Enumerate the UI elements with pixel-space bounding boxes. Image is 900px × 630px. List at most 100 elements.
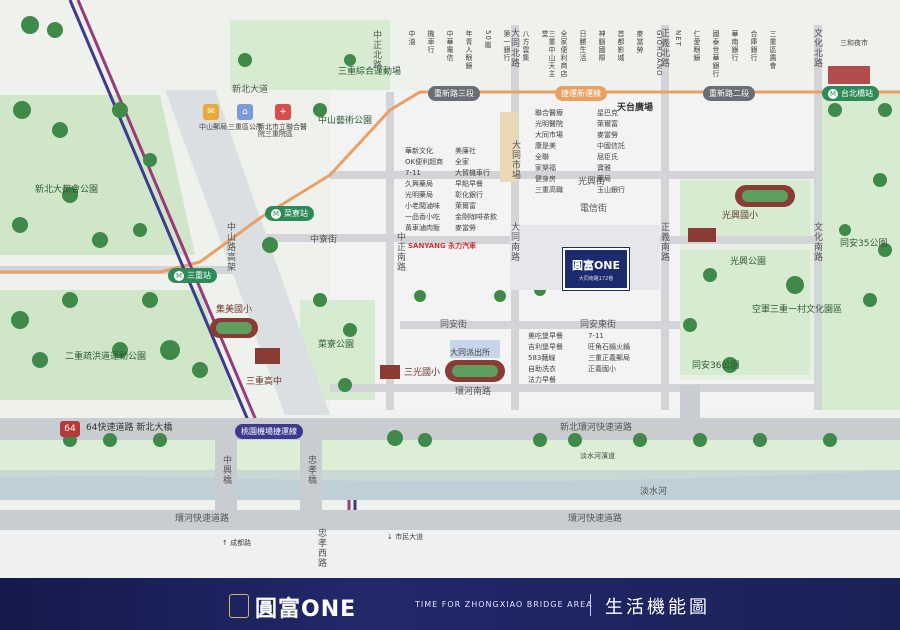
road-dianxin: 電信街 <box>580 204 608 214</box>
road-ring-expy-left: 環河快速道路 <box>175 514 230 524</box>
road-jieyun-xinyun: 捷運新運線 <box>555 86 607 101</box>
store-label: 三重正義郵局 <box>588 354 630 362</box>
store-label: 吉利堡早餐 <box>528 343 563 351</box>
store-label: OK便利超商 <box>405 158 444 166</box>
footer-tagline: TIME FOR ZHONGXIAO BRIDGE AREA <box>415 600 593 609</box>
road-huanhe-s: 環河南路 <box>455 387 492 397</box>
label-tamsui-river: 淡水河 <box>640 487 668 497</box>
store-label: 美吃堡早餐 <box>528 332 563 340</box>
store-label: 健身房 <box>535 175 556 183</box>
store-label: GIORDANO <box>655 30 662 77</box>
store-label: 日勝生活 <box>579 30 586 62</box>
store-label: 三重高職 <box>535 186 563 194</box>
school-jimei: 集美國小 <box>216 305 253 315</box>
label-to-chengdu: ↑ 成都路 <box>222 539 252 547</box>
store-label: 中國信託 <box>597 142 625 150</box>
store-label: 全家便利商店 <box>560 30 567 78</box>
store-label: 合庫銀行 <box>750 30 757 62</box>
store-label: 三重區農會 <box>769 30 776 70</box>
road-wenhua-n: 文化北路 <box>812 28 822 68</box>
store-label: 家樂福 <box>535 164 556 172</box>
hospital-icon: + <box>275 104 291 120</box>
store-label: 華南銀行 <box>731 30 738 62</box>
line-airport-mrt: 桃園機場捷運線 <box>235 424 303 439</box>
road-wenhua-s: 文化南路 <box>812 222 822 262</box>
store-label: 玉山銀行 <box>597 186 625 194</box>
store-label: 7-11 <box>588 332 604 340</box>
footer-brand: 圓富ONE <box>255 597 357 622</box>
park-tongan36: 同安36公園 <box>692 361 740 371</box>
store-label: 聯合醫療 <box>535 109 563 117</box>
label-tamsui-trail: 淡水河濱道 <box>580 452 615 460</box>
target-building-marker[interactable]: 圓富ONE 大同南路172巷 <box>563 248 629 290</box>
office-icon: ⌂ <box>237 104 253 120</box>
park-caizhai: 菜寮公園 <box>318 340 355 350</box>
store-label: 全聯 <box>535 153 549 161</box>
road-chongxin-3: 重新路三段 <box>428 86 480 101</box>
store-label: 寶雅 <box>597 164 611 172</box>
park-guangxing: 光興公園 <box>730 257 767 267</box>
station-caizhai-label: 菜寮站 <box>284 209 308 218</box>
brand-logo-icon <box>229 594 249 618</box>
store-label: 麥當勞 <box>455 224 476 232</box>
poi-zhongshan-post: 中山郵局 <box>199 123 227 131</box>
station-taipei-bridge-label: 台北橋站 <box>841 89 873 98</box>
poi-hospital: 新北市立聯合醫院三重院區 <box>258 123 307 138</box>
store-label: 黃車滷肉飯 <box>405 224 440 232</box>
expressway-64-shield: 64 <box>60 421 80 437</box>
station-sanchong-label: 三重站 <box>187 271 211 280</box>
school-sanguang: 三光國小 <box>404 368 441 378</box>
park-zhongshan: 中山藝術公園 <box>318 116 373 126</box>
metro-icon: M <box>174 270 184 281</box>
park-xinbei: 新北大都會公園 <box>35 185 99 195</box>
park-airforce: 空軍三重一村文化園區 <box>752 305 843 315</box>
road-zhongzheng-n: 中正北路 <box>371 30 381 70</box>
store-label: 萊爾富 <box>455 202 476 210</box>
store-label: 光明藥局 <box>405 191 433 199</box>
store-label: 全家 <box>455 158 469 166</box>
footer-banner: 圓富ONE TIME FOR ZHONGXIAO BRIDGE AREA 生活機… <box>0 578 900 630</box>
store-label: 八方雲集 <box>522 30 529 62</box>
road-zhongxiao-bridge: 忠孝橋 <box>306 455 316 485</box>
road-expy64: 64快速道路 新北大橋 <box>86 423 173 433</box>
store-label: 7-11 <box>405 169 421 177</box>
store-label: 神腦國際 <box>598 30 605 62</box>
store-label: 麥當勞 <box>636 30 643 54</box>
road-tongan: 同安街 <box>440 320 468 330</box>
store-label: 50嵐 <box>484 30 491 49</box>
store-label: 大賀機車行 <box>455 169 490 177</box>
poi-datong-police: 大同派出所 <box>450 348 490 357</box>
store-label: 華新文化 <box>405 147 433 155</box>
poi-tiantai: 天台廣場 <box>617 103 654 113</box>
road-zhengyi-s: 正義南路 <box>659 222 669 262</box>
park-sanchong-sports: 三重綜合運動場 <box>338 67 402 77</box>
park-tongan35: 同安35公園 <box>840 239 888 249</box>
park-erchong: 二重疏洪道運動公園 <box>65 352 147 362</box>
store-label: 三重中山天主堂 <box>541 30 555 78</box>
road-zhongxing-bridge: 中興橋 <box>221 455 231 485</box>
road-zhongyang: 中寮街 <box>310 235 338 245</box>
road-datong-s: 大同南路 <box>509 222 519 262</box>
store-label: 藥局 <box>597 175 611 183</box>
store-label: 大同市場 <box>535 131 563 139</box>
poi-sanchong-office: 三重區公所 <box>228 123 263 131</box>
store-label: 機車行 <box>427 30 434 54</box>
store-label: 仁愛眼鏡 <box>693 30 700 62</box>
school-guangxing: 光興國小 <box>722 211 759 221</box>
road-zhongshan-bridge: 中山路高架 <box>225 222 235 272</box>
footer-divider <box>590 594 591 616</box>
store-label: 一品香小吃 <box>405 213 440 221</box>
road-guangxing: 光興街 <box>578 177 606 187</box>
road-ring-riverside: 新北環河快速道路 <box>560 423 633 433</box>
store-label: 光明醫院 <box>535 120 563 128</box>
target-address: 大同南路172巷 <box>578 275 614 282</box>
store-label: 首都影城 <box>617 30 624 62</box>
footer-title: 生活機能圖 <box>605 597 710 618</box>
post-office-icon: ✉ <box>203 104 219 120</box>
road-tongan-dong: 同安東街 <box>580 320 617 330</box>
store-label: 自助洗衣 <box>528 365 556 373</box>
